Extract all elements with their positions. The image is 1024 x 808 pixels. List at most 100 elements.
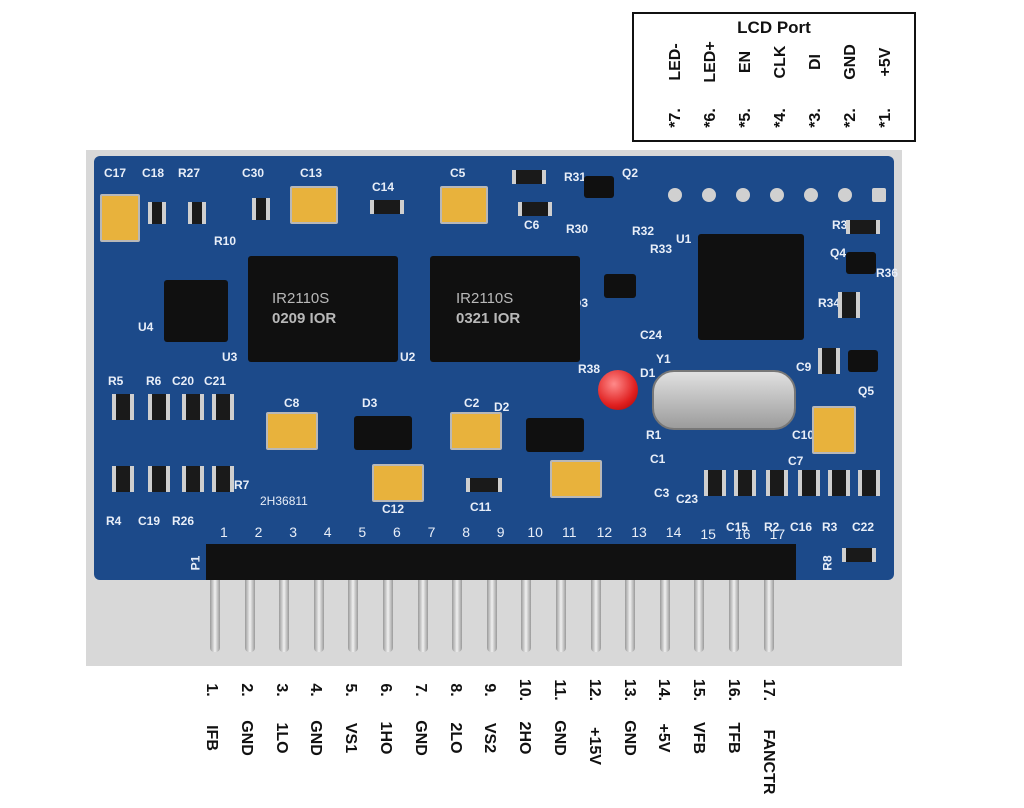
label-p1: P1 bbox=[188, 555, 203, 571]
header-pin bbox=[625, 580, 636, 652]
label-c12: C12 bbox=[382, 502, 405, 516]
pin-label-name: GND bbox=[620, 719, 638, 756]
label-d3: D3 bbox=[362, 396, 378, 410]
label-u1: U1 bbox=[676, 232, 692, 246]
pin-label-name: GND bbox=[307, 719, 325, 756]
label-r10: R10 bbox=[214, 234, 237, 248]
header-pin bbox=[590, 580, 601, 652]
label-c14: C14 bbox=[372, 180, 395, 194]
header-number-13: 13 bbox=[631, 524, 647, 540]
pcb-board: C17 C18 R27 C30 C13 C14 C5 R31 Q2 R10 R3… bbox=[94, 156, 898, 580]
header-number-12: 12 bbox=[596, 524, 613, 540]
pin-label-number: 15. bbox=[690, 678, 708, 702]
diode-d2 bbox=[526, 418, 584, 452]
header-pin bbox=[210, 580, 220, 652]
label-r30: R30 bbox=[566, 222, 589, 236]
diode-d3 bbox=[354, 416, 412, 450]
transistor-q2 bbox=[584, 176, 614, 198]
pin-label-15: 15.VFB bbox=[686, 668, 710, 808]
pin-label-name: 1LO bbox=[272, 721, 290, 754]
resistor-r3 bbox=[828, 470, 850, 496]
label-c7: C7 bbox=[788, 454, 804, 468]
label-c9: C9 bbox=[796, 360, 812, 374]
lcd-pin-4: CLK*4. bbox=[769, 14, 793, 144]
pin-label-name: 2HO bbox=[516, 721, 534, 754]
pin-label-number: 1. bbox=[203, 683, 220, 697]
pin-label-4: 4.GND bbox=[303, 668, 327, 808]
resistor-c9 bbox=[818, 348, 840, 374]
label-c24: C24 bbox=[640, 328, 663, 342]
header-pin bbox=[417, 580, 428, 652]
pin-label-name: GND bbox=[551, 719, 568, 756]
header-pin bbox=[383, 580, 393, 652]
resistor-c11 bbox=[466, 478, 502, 492]
header-number-8: 8 bbox=[462, 524, 470, 540]
resistor-c14 bbox=[370, 200, 404, 214]
label-r8: R8 bbox=[820, 555, 835, 571]
lcd-pin-7: LED-*7. bbox=[664, 14, 688, 144]
resistor-c20 bbox=[182, 394, 204, 420]
resistor-c6 bbox=[518, 202, 552, 216]
pin-label-name: 1HO bbox=[377, 721, 394, 754]
label-r26: R26 bbox=[172, 514, 195, 528]
transistor-q5 bbox=[848, 350, 878, 372]
lcd-pin-number: *6. bbox=[702, 108, 719, 128]
lcd-pin-1: +5V*1. bbox=[874, 14, 898, 144]
capacitor-c12 bbox=[372, 464, 424, 502]
label-c13: C13 bbox=[300, 166, 323, 180]
lcd-pin-3: DI *3. bbox=[804, 14, 828, 144]
header-number-14: 14 bbox=[665, 524, 682, 540]
label-u3: U3 bbox=[222, 350, 238, 364]
chip-u2-line2: 0321 IOR bbox=[456, 310, 521, 327]
header-number-9: 9 bbox=[496, 524, 505, 540]
pin-label-number: 8. bbox=[446, 683, 464, 697]
header-pin bbox=[348, 580, 359, 652]
lcd-pin-name: DI bbox=[807, 54, 824, 70]
pin-label-17: 17.FANCTR bbox=[756, 668, 780, 808]
header-number-5: 5 bbox=[358, 524, 367, 540]
header-number-17: 17 bbox=[769, 526, 786, 542]
resistor-c16 bbox=[798, 470, 820, 496]
lcd-pin-name: LED+ bbox=[702, 41, 719, 83]
pin-label-number: 17. bbox=[759, 678, 777, 702]
label-u2: U2 bbox=[400, 350, 416, 364]
chip-u2-ir2110s bbox=[430, 256, 580, 362]
label-r36: R36 bbox=[876, 266, 899, 280]
label-r6: R6 bbox=[146, 374, 162, 388]
label-r4: R4 bbox=[106, 514, 122, 528]
pin-label-12: 12.+15V bbox=[582, 668, 606, 808]
label-c15: C15 bbox=[726, 520, 749, 534]
label-c18: C18 bbox=[142, 166, 165, 180]
chip-u3-ir2110s bbox=[248, 256, 398, 362]
lcd-pin-number: *3. bbox=[807, 108, 824, 128]
lcd-pin-number: *1. bbox=[877, 108, 894, 128]
pin-label-3: 3.1LO bbox=[269, 668, 293, 808]
capacitor-c13 bbox=[290, 186, 338, 224]
pin-label-number: 6. bbox=[377, 683, 394, 697]
capacitor-c17 bbox=[100, 194, 140, 242]
label-d2: D2 bbox=[494, 400, 510, 414]
capacitor-c8 bbox=[266, 412, 318, 450]
pin-header-base bbox=[206, 544, 796, 580]
chip-u1-mcu bbox=[698, 234, 804, 340]
header-pin bbox=[556, 580, 566, 652]
capacitor-c4 bbox=[550, 460, 602, 498]
pin-label-name: GND bbox=[237, 719, 255, 756]
label-c17: C17 bbox=[104, 166, 127, 180]
label-c16: C16 bbox=[790, 520, 813, 534]
chip-u3-line2: 0209 IOR bbox=[272, 310, 337, 327]
pin-label-name: +5V bbox=[655, 723, 673, 752]
pin-label-number: 13. bbox=[620, 678, 638, 702]
label-c3: C3 bbox=[654, 486, 670, 500]
capacitor-c10 bbox=[812, 406, 856, 454]
pin-label-10: 10.2HO bbox=[512, 668, 536, 808]
label-q5: Q5 bbox=[858, 384, 875, 398]
resistor-r4 bbox=[112, 466, 134, 492]
header-number-11: 11 bbox=[562, 524, 577, 540]
header-pin bbox=[694, 580, 705, 652]
pin-label-name: GND bbox=[411, 719, 429, 756]
pin-label-number: 14. bbox=[655, 678, 673, 702]
label-c23: C23 bbox=[676, 492, 699, 506]
resistor-r31 bbox=[512, 170, 546, 184]
header-number-3: 3 bbox=[289, 524, 297, 540]
